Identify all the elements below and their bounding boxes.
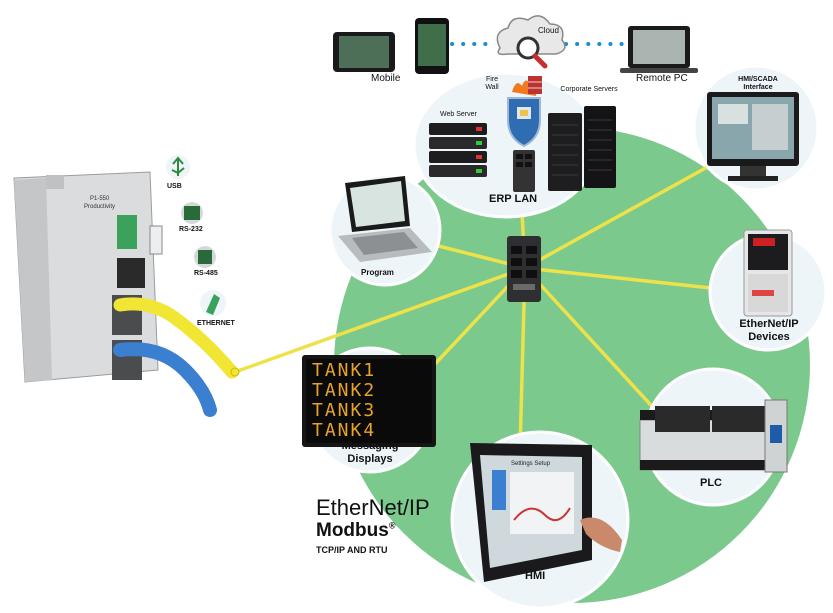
web-server-icon (429, 123, 487, 177)
registered-mark: ® (388, 520, 396, 531)
ethernet-label: ETHERNET (197, 320, 235, 327)
led-row-3: TANK3 (312, 400, 377, 421)
vfd-drive-icon (743, 229, 793, 317)
modbus-text: Modbus (316, 520, 389, 541)
rs485-label: RS-485 (194, 270, 218, 277)
hmi-screen-title: Settings Setup (511, 461, 551, 467)
erp-switch-icon (513, 150, 535, 192)
ethernet-port-icon (200, 290, 226, 316)
rs485-port-icon (194, 246, 216, 268)
hmi-scada-label: HMI/SCADA Interface (738, 76, 778, 91)
laptop-icon (338, 176, 432, 262)
mobile-phone-icon (415, 18, 449, 74)
messaging-displays-bubble (302, 346, 436, 474)
messaging-displays-label: Messaging Displays (341, 440, 399, 465)
cloud-icon (496, 15, 566, 69)
web-server-label: Web Server (440, 111, 477, 118)
controller-model: P1-550 (90, 196, 110, 202)
program-label: Program (361, 268, 394, 277)
usb-label: USB (167, 183, 182, 190)
led-message-board (302, 355, 436, 447)
rs232-label: RS-232 (179, 226, 203, 233)
ethernetip-devices-bubble (708, 229, 828, 352)
corporate-servers-label: Corporate Servers (560, 86, 618, 93)
hmi-panel-icon (470, 443, 622, 582)
controller-brand: Productivity (84, 204, 116, 210)
ethernetip-protocol: EtherNet/IP (316, 495, 430, 520)
plc-bubble (639, 367, 788, 507)
led-message-rows: TANK1 TANK2 TANK3 TANK4 (312, 361, 430, 441)
led-row-2: TANK2 (312, 380, 377, 401)
led-row-4: TANK4 (312, 420, 377, 441)
modbus-protocol: Modbus® (316, 520, 395, 542)
hmi-label: HMI (525, 570, 546, 582)
remote-pc-icon (620, 26, 698, 73)
usb-port-icon (166, 155, 190, 179)
ethernetip-devices-label: EtherNet/IP Devices (739, 318, 799, 343)
hmi-scada-bubble (692, 64, 820, 192)
yellow-ethernet-cable (113, 297, 239, 379)
plc-label: PLC (700, 477, 722, 489)
corporate-servers-icon (548, 106, 616, 191)
blue-ethernet-cable (113, 342, 217, 417)
yellow-cable-end (230, 367, 240, 377)
led-row-1: TANK1 (312, 360, 377, 381)
plc-controller (13, 171, 163, 383)
erp-lan-bubble (412, 71, 616, 219)
erp-lan-title: ERP LAN (489, 193, 538, 205)
remote-pc-label: Remote PC (636, 73, 688, 84)
plc-rack-icon (639, 399, 788, 473)
modbus-subtitle: TCP/IP AND RTU (316, 545, 388, 555)
firewall-label: Fire Wall (485, 76, 499, 91)
tablet-icon (333, 32, 395, 72)
mobile-label: Mobile (371, 73, 401, 84)
central-switch-icon (507, 236, 541, 302)
firewall-shield-icon (507, 76, 542, 148)
program-bubble (328, 173, 442, 287)
rs232-port-icon (181, 202, 203, 224)
cloud-label: Cloud (538, 26, 559, 35)
hmi-bubble (450, 430, 630, 610)
